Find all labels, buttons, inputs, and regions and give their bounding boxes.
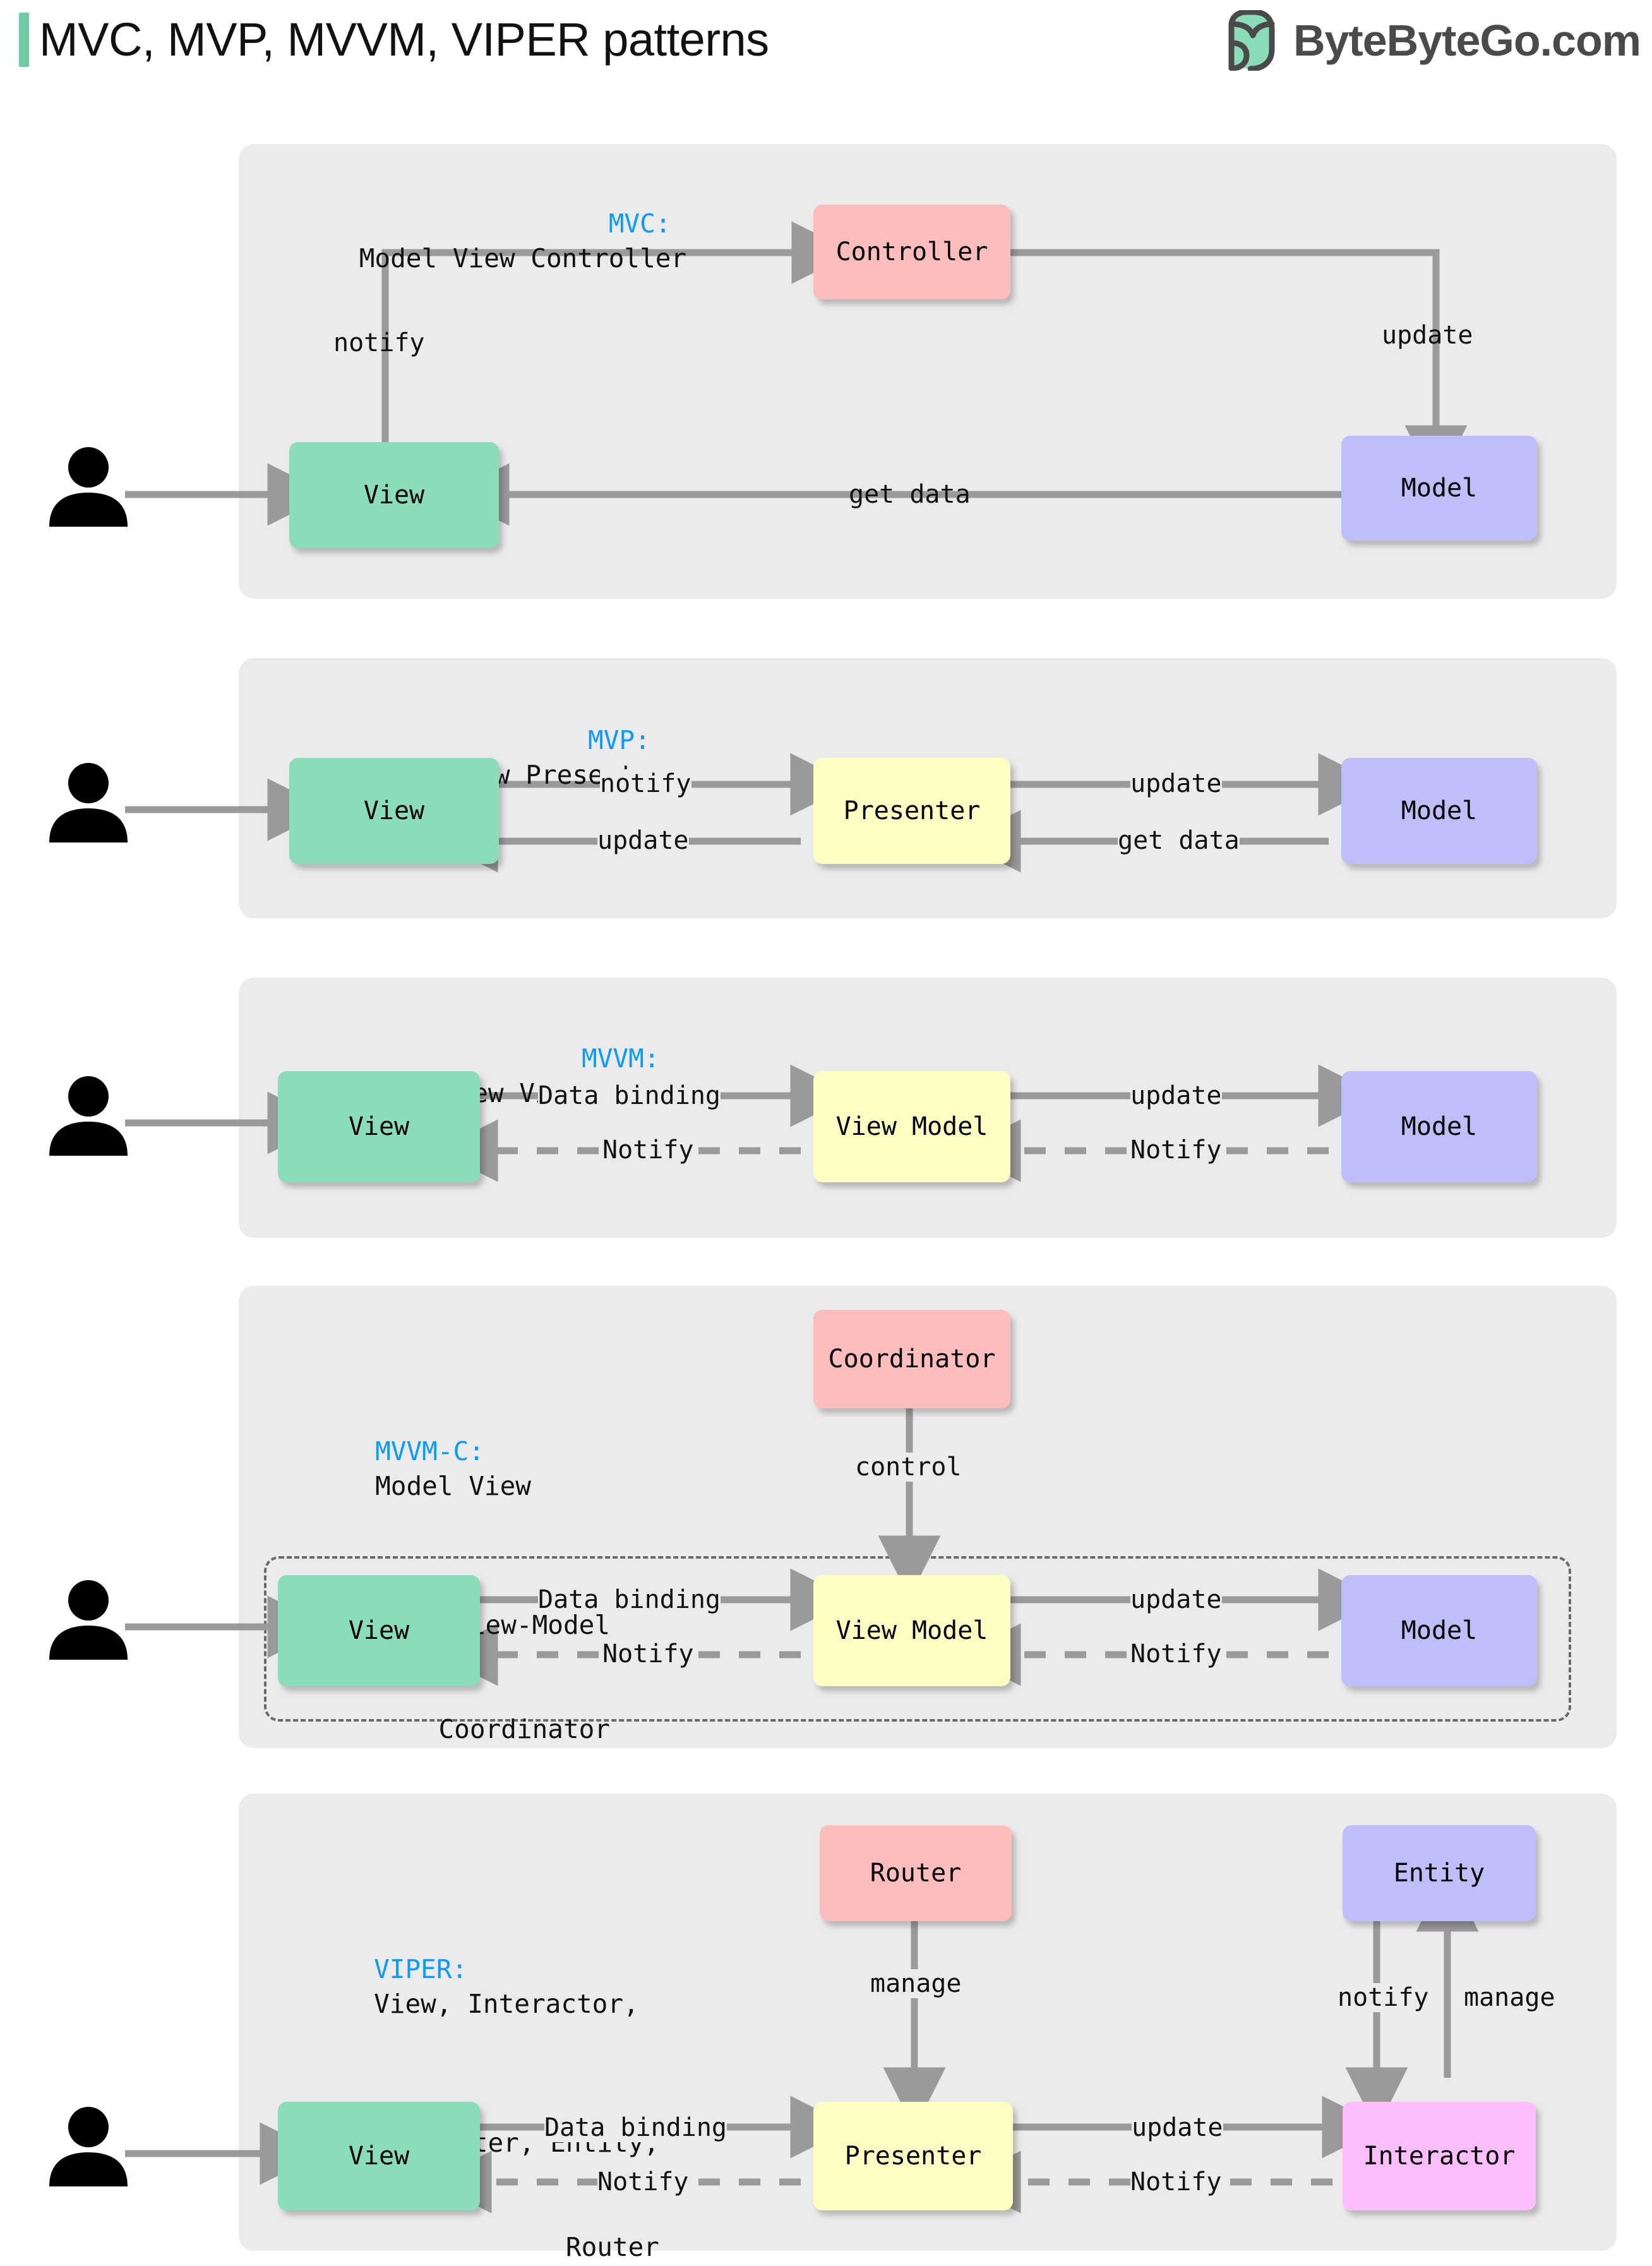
edge-label-mvvm-update: update: [1130, 1081, 1222, 1110]
node-mvvm-model[interactable]: Model: [1341, 1071, 1537, 1182]
node-viper-entity[interactable]: Entity: [1343, 1825, 1536, 1921]
section-label-mvc: MVC: Model View Controller: [297, 172, 686, 311]
node-mvvm-viewmodel[interactable]: View Model: [813, 1071, 1010, 1182]
section-key-mvvmc: MVVM-C:: [375, 1436, 500, 1466]
edge-label-mvvmc-notify-vm: Notify: [1130, 1640, 1222, 1669]
edge-label-mvc-get-data: get data: [849, 480, 971, 509]
section-key-mvp: MVP:: [588, 725, 666, 755]
user-icon: [49, 2107, 128, 2186]
node-mvvmc-view[interactable]: View: [278, 1575, 480, 1686]
edge-label-mvp-get-data: get data: [1118, 826, 1240, 855]
bytebytego-logo-icon: [1228, 10, 1275, 71]
node-mvp-presenter[interactable]: Presenter: [813, 758, 1010, 864]
node-viper-presenter[interactable]: Presenter: [813, 2102, 1013, 2210]
edge-label-viper-manage-presenter: manage: [870, 1969, 962, 1998]
page-title: MVC, MVP, MVVM, VIPER patterns: [39, 13, 769, 66]
node-mvc-view[interactable]: View: [289, 442, 499, 548]
edge-label-mvp-notify: notify: [600, 769, 691, 798]
edge-label-mvvm-data-binding: Data binding: [538, 1081, 721, 1110]
edge-label-viper-notify-presenter: Notify: [1130, 2167, 1222, 2197]
node-mvvmc-model[interactable]: Model: [1341, 1575, 1537, 1686]
user-icon: [49, 1076, 128, 1156]
edge-label-mvvmc-control: control: [855, 1453, 962, 1482]
edge-label-mvvmc-data-binding: Data binding: [538, 1585, 721, 1614]
node-viper-view[interactable]: View: [278, 2102, 480, 2210]
node-mvc-controller[interactable]: Controller: [813, 205, 1010, 299]
node-mvvmc-viewmodel[interactable]: View Model: [813, 1575, 1010, 1686]
brand-logo: ByteByteGo.com: [1225, 9, 1641, 72]
section-title-mvc-line1: Model View Controller: [359, 243, 687, 273]
user-icon: [49, 763, 128, 842]
node-mvvm-view[interactable]: View: [278, 1071, 480, 1182]
node-mvp-view[interactable]: View: [289, 758, 499, 864]
node-mvvmc-coordinator[interactable]: Coordinator: [813, 1310, 1010, 1408]
user-icon: [49, 1580, 128, 1660]
edge-label-viper-update: update: [1132, 2113, 1223, 2142]
section-key-mvvm: MVVM:: [582, 1043, 676, 1074]
edge-label-viper-notify-entity: notify: [1338, 1983, 1429, 2012]
section-key-mvc: MVC:: [608, 208, 687, 239]
edge-label-mvvmc-notify-view: Notify: [602, 1640, 694, 1669]
section-label-mvvmc: MVVM-C: Model View View-Model Coordinato…: [282, 1330, 610, 1816]
node-mvc-model[interactable]: Model: [1341, 436, 1537, 541]
edge-label-mvvm-notify-view: Notify: [602, 1136, 694, 1165]
user-icon: [49, 447, 128, 527]
section-title-viper-line3: Router: [565, 2232, 659, 2262]
edge-label-viper-manage-entity: manage: [1464, 1983, 1555, 2012]
edge-label-mvp-update-model: update: [1130, 769, 1222, 798]
page-header: MVC, MVP, MVVM, VIPER patterns ByteByteG…: [0, 0, 1652, 82]
edge-label-viper-data-binding: Data binding: [544, 2113, 727, 2142]
edge-label-mvvm-notify-vm: Notify: [1130, 1136, 1222, 1165]
edge-label-mvc-update: update: [1382, 321, 1473, 350]
title-accent-bar: [19, 13, 29, 67]
edge-label-mvp-update-view: update: [597, 826, 689, 855]
node-viper-router[interactable]: Router: [820, 1825, 1012, 1921]
section-title-mvvmc-line3: Coordinator: [438, 1714, 610, 1744]
section-title-viper-line1: View, Interactor,: [374, 1989, 639, 2019]
section-key-viper: VIPER:: [374, 1954, 483, 1984]
edge-label-viper-notify-view: Notify: [597, 2167, 689, 2197]
node-mvp-model[interactable]: Model: [1341, 758, 1537, 864]
edge-label-mvc-notify: notify: [333, 328, 425, 357]
section-title-mvvmc-line1: Model View: [375, 1471, 531, 1501]
edge-label-mvvmc-update: update: [1130, 1585, 1222, 1614]
section-title-mvvmc-line2: View-Model: [454, 1610, 610, 1640]
brand-name: ByteByteGo.com: [1293, 16, 1641, 65]
node-viper-interactor[interactable]: Interactor: [1343, 2102, 1536, 2210]
